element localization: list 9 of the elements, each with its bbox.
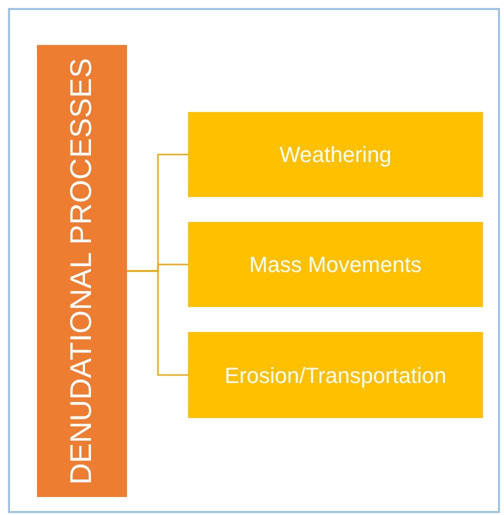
process-box bbox=[188, 222, 483, 307]
process-label: Weathering bbox=[279, 141, 392, 169]
process-label: Erosion/Transportation bbox=[224, 362, 446, 390]
process-box bbox=[188, 332, 483, 418]
connector-line bbox=[127, 270, 188, 376]
category-bar bbox=[37, 45, 127, 497]
process-label: Mass Movements bbox=[249, 251, 422, 279]
process-box bbox=[188, 112, 483, 197]
category-title: DENUDATIONAL PROCESSES bbox=[67, 58, 97, 484]
